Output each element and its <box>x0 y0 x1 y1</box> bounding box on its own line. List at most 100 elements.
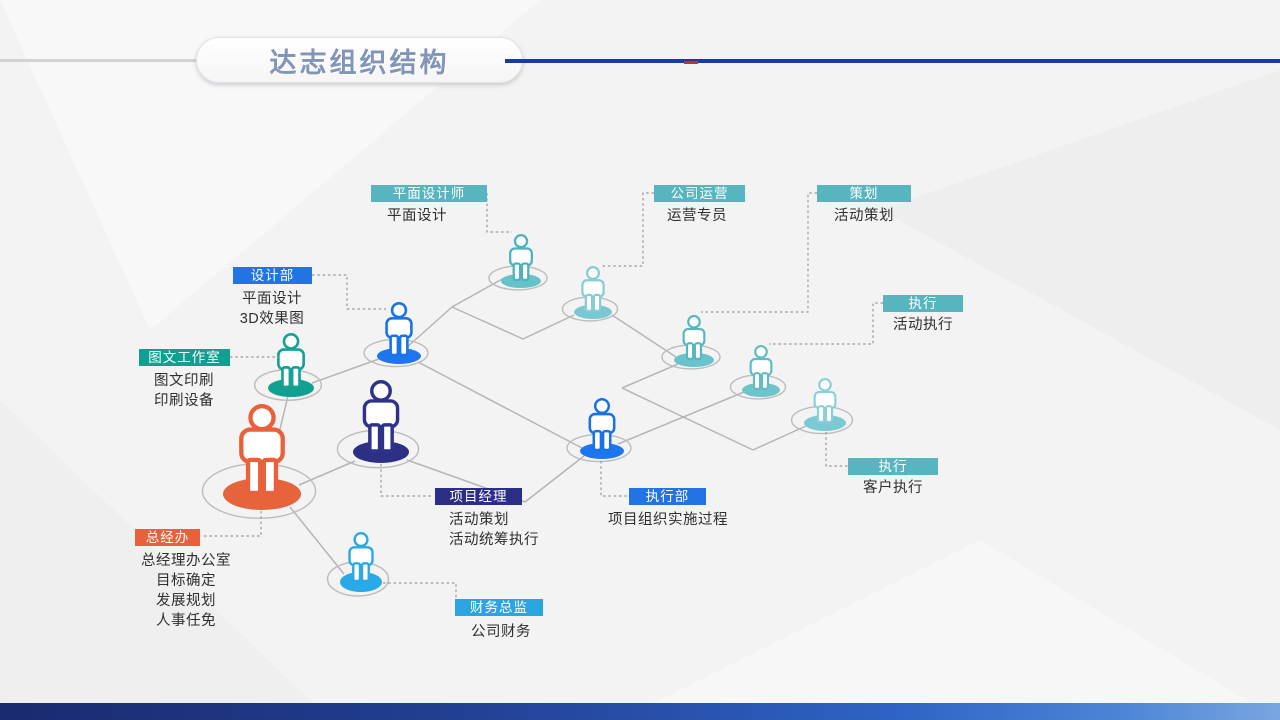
person-leg <box>352 562 362 583</box>
header-left-rule <box>0 59 198 62</box>
org-node-title: 财务总监 <box>455 599 543 616</box>
base-ellipse <box>268 379 314 397</box>
person-torso <box>348 546 374 567</box>
person-zhixingbu <box>566 398 632 463</box>
person-leg <box>512 262 522 282</box>
org-node-title: 设计部 <box>233 267 312 284</box>
org-node-detail: 人事任免 <box>156 613 216 629</box>
person-leg <box>290 366 301 389</box>
label-connector <box>825 432 848 467</box>
person-leg <box>592 429 603 452</box>
person-leg <box>584 293 594 313</box>
person-leg <box>368 423 382 453</box>
person-leg <box>360 562 370 583</box>
person-leg <box>281 366 292 389</box>
label-connector <box>380 464 434 497</box>
person-yunying <box>561 266 619 322</box>
base-ellipse <box>580 443 624 459</box>
person-leg <box>592 293 602 313</box>
base-ellipse <box>742 383 780 397</box>
person-zongjingban <box>201 404 317 519</box>
person-leg <box>601 429 612 452</box>
org-node-detail: 运营专员 <box>667 208 727 224</box>
person-torso <box>277 348 305 371</box>
person-head <box>353 531 369 548</box>
person-torso <box>749 357 773 377</box>
base-ellipse <box>574 305 612 319</box>
person-zhixing2 <box>790 377 854 435</box>
org-node-title: 公司运营 <box>654 185 745 202</box>
network-line <box>524 455 585 503</box>
label-connector <box>312 274 386 310</box>
org-node-detail: 3D效果图 <box>239 311 305 327</box>
org-node-detail: 平面设计 <box>387 208 447 224</box>
base-ellipse <box>353 441 409 463</box>
org-node-detail: 图文印刷 <box>154 373 214 389</box>
person-torso <box>385 317 413 340</box>
org-node-detail: 活动策划 <box>449 512 509 528</box>
label-connector <box>486 193 512 233</box>
person-head <box>513 233 529 249</box>
person-torso <box>239 427 285 465</box>
org-node-detail: 活动统筹执行 <box>449 532 539 548</box>
org-node-detail: 发展规划 <box>156 593 216 609</box>
person-torso <box>509 247 533 267</box>
person-head <box>687 314 701 329</box>
org-node-detail: 公司财务 <box>471 624 531 640</box>
org-node-title: 策划 <box>817 185 911 202</box>
person-zhixing1 <box>729 344 787 400</box>
person-leg <box>693 342 703 361</box>
person-head <box>593 398 611 415</box>
org-node-title: 总经办 <box>135 529 200 546</box>
org-node-detail: 总经理办公室 <box>141 553 231 569</box>
person-leg <box>389 334 400 357</box>
org-node-detail: 印刷设备 <box>154 393 214 409</box>
person-head <box>390 302 408 319</box>
org-node-detail: 活动策划 <box>834 208 894 224</box>
org-node-detail: 平面设计 <box>242 291 302 307</box>
person-head <box>818 377 832 392</box>
person-head <box>370 379 392 402</box>
person-leg <box>520 262 530 282</box>
org-node-title: 图文工作室 <box>139 349 230 366</box>
network-line <box>522 314 575 340</box>
org-node-title: 项目经理 <box>435 488 522 505</box>
label-connector <box>600 461 628 497</box>
person-pingmian <box>488 233 548 291</box>
label-connector <box>601 192 654 267</box>
org-node-title: 执行部 <box>629 488 706 505</box>
org-node-detail: 目标确定 <box>156 573 216 589</box>
footer-bar <box>0 703 1280 720</box>
base-ellipse <box>804 415 846 431</box>
person-leg <box>398 334 409 357</box>
person-head <box>586 266 600 280</box>
person-torso <box>581 279 605 298</box>
person-leg <box>752 372 762 391</box>
org-node-detail: 活动执行 <box>893 317 953 333</box>
network-line <box>752 425 807 451</box>
base-ellipse <box>340 572 382 592</box>
person-caiwu <box>326 531 390 597</box>
person-leg <box>380 423 394 453</box>
network-line <box>451 277 505 308</box>
network-line <box>417 361 583 449</box>
network-line <box>311 358 380 384</box>
person-leg <box>824 405 834 424</box>
person-head <box>248 404 276 432</box>
base-ellipse <box>501 274 541 288</box>
base-ellipse <box>674 353 714 367</box>
person-head <box>754 344 768 359</box>
org-node-detail: 客户执行 <box>863 480 923 496</box>
title-pill: 达志组织结构 <box>196 37 523 83</box>
person-tuwen <box>253 332 323 402</box>
header-red-accent <box>684 61 698 64</box>
person-torso <box>813 390 837 410</box>
person-leg <box>261 457 279 496</box>
network-line <box>621 363 679 389</box>
org-node-title: 平面设计师 <box>371 185 487 202</box>
network-line <box>451 306 524 340</box>
person-leg <box>816 405 826 424</box>
label-connector <box>383 582 457 598</box>
